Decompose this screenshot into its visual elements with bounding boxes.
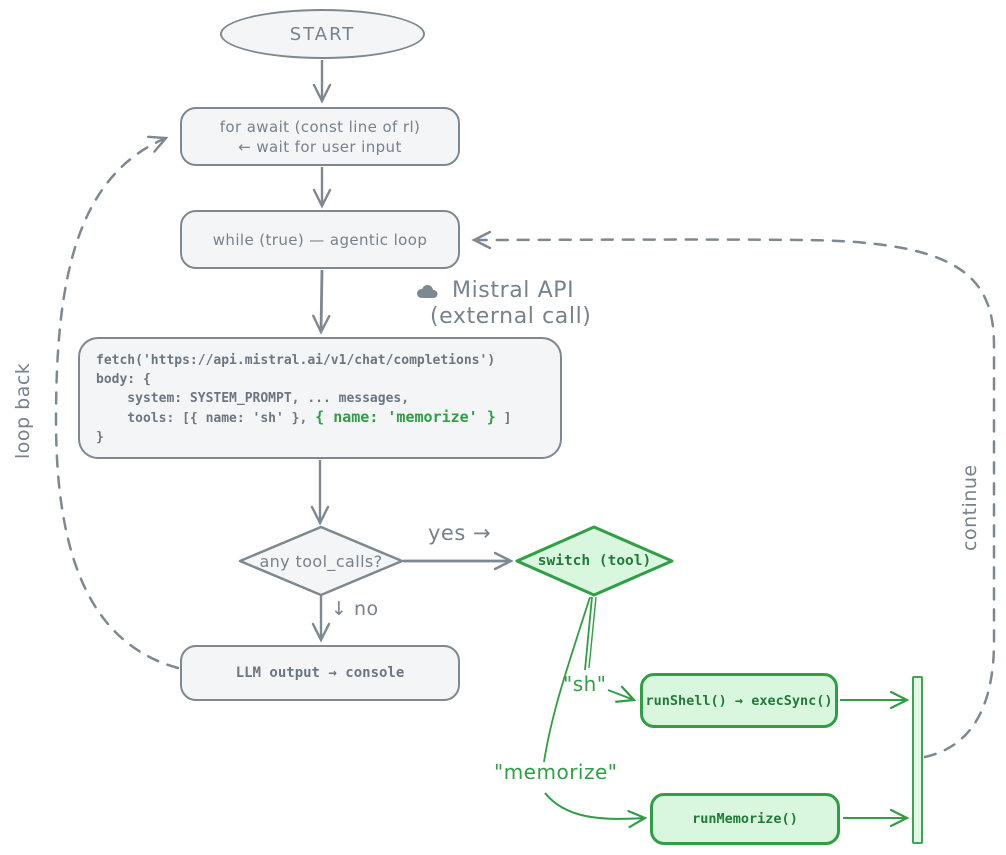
sh-branch-label: "sh" [563,672,607,696]
decision-any-tool-calls [238,525,404,597]
run-memorize-label: runMemorize() [692,811,798,827]
arrow-memorize-to-runmemorize [544,792,648,829]
code-line-4c: ] [495,411,512,426]
node-fetch-call: fetch('https://api.mistral.ai/v1/chat/co… [78,337,562,459]
decision-switch-tool [515,525,674,597]
api-note: Mistral API (external call) [414,278,592,330]
for-await-line1: for await (const line of rl) [219,117,421,136]
code-line-4a: tools: [{ name: 'sh' }, [96,411,316,426]
start-label: START [289,23,356,45]
code-line-5: } [96,430,104,445]
for-await-line2: ← wait for user input [238,137,402,156]
arrow-sh-to-runshell [607,685,637,703]
llm-output-label: LLM output → console [235,665,405,681]
node-run-memorize: runMemorize() [650,793,840,845]
continue-label: continue [959,464,981,551]
node-while-loop: while (true) — agentic loop [180,210,460,269]
api-note-line2: (external call) [430,304,592,329]
code-line-2: body: { [96,372,151,387]
edge-switch-to-sh-sketch [588,596,597,669]
node-start: START [220,9,425,59]
code-line-1: fetch('https://api.mistral.ai/v1/chat/co… [96,353,496,368]
loop-back-label: loop back [12,362,34,459]
code-line-4: tools: [{ name: 'sh' }, { name: 'memoriz… [96,408,560,428]
code-line-4-memorize: { name: 'memorize' } [315,408,496,426]
code-line-3: system: SYSTEM_PROMPT, ... messages, [96,391,410,406]
node-for-await: for await (const line of rl) ← wait for … [180,107,460,166]
node-run-shell: runShell() → execSync() [640,673,838,728]
memorize-branch-label: "memorize" [494,760,618,784]
no-label: ↓ no [331,598,379,620]
edge-switch-to-sh [584,596,593,671]
api-note-line1: Mistral API [452,278,575,303]
edge-continue [471,230,996,759]
node-llm-output: LLM output → console [180,645,460,701]
arrow-while-to-fetch [312,269,331,335]
run-shell-label: runShell() → execSync() [645,692,833,709]
edge-switch-to-memorize [543,596,591,763]
while-loop-label: while (true) — agentic loop [212,230,428,249]
cloud-icon [417,284,438,298]
yes-label: yes → [428,521,492,545]
join-bar [912,676,923,844]
edge-loop-back [54,135,180,670]
